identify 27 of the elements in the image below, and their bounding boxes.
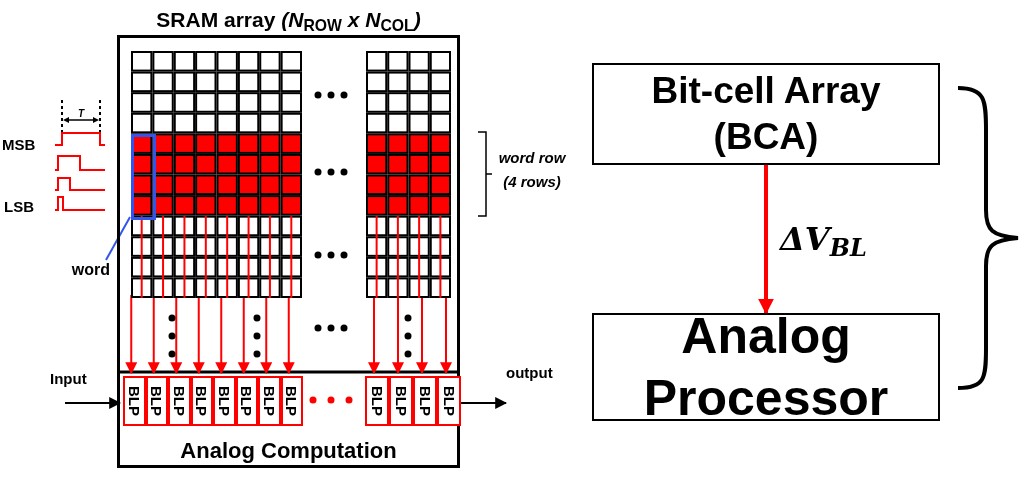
blp-box: BLP	[258, 376, 281, 426]
blp-box: BLP	[168, 376, 191, 426]
bracket-label: word row (4 rows)	[497, 148, 567, 192]
blp-box: BLP	[145, 376, 168, 426]
callout-text: word	[50, 258, 110, 282]
array-title: SRAM array (N$_{ROW}$ x N$_{COL}$)	[155, 7, 422, 36]
blp-box: BLP	[213, 376, 236, 426]
arrow	[125, 294, 138, 375]
period-label: T	[76, 107, 86, 118]
bit-label: MSB	[2, 135, 37, 154]
blp-box: BLP	[413, 376, 437, 426]
blp-box: BLP	[123, 376, 146, 426]
word-highlight-box	[131, 134, 156, 220]
blp-box: BLP	[280, 376, 303, 426]
blp-box: BLP	[190, 376, 213, 426]
process-box: Analog Processor	[592, 313, 940, 421]
port-label: Input	[50, 369, 88, 388]
blp-box: BLP	[365, 376, 389, 426]
bit-label: LSB	[4, 197, 35, 216]
blp-box: BLP	[235, 376, 258, 426]
port-label: output	[506, 363, 554, 382]
leader-line	[105, 216, 131, 261]
blp-box: BLP	[389, 376, 413, 426]
arrow	[758, 165, 774, 315]
region-label: Analog Computation	[179, 437, 398, 464]
process-box: Bit-cell Array (BCA)	[592, 63, 940, 165]
blp-box: BLP	[437, 376, 461, 426]
